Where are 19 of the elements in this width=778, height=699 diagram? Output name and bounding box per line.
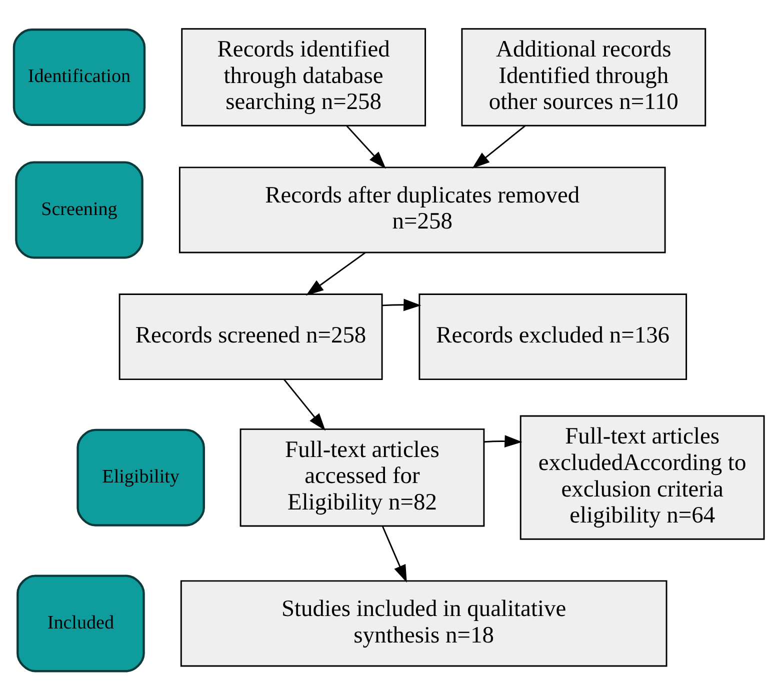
node-box: Records excluded n=136: [418, 293, 688, 380]
node-box: Records identified through database searching n=258: [181, 28, 426, 126]
arrow: [472, 124, 526, 168]
node-box: Included: [16, 574, 145, 672]
arrow: [306, 252, 366, 296]
arrow: [382, 525, 407, 582]
node-box: Records after duplicates removed n=258: [178, 166, 666, 253]
node-box: Screening: [15, 160, 144, 258]
node-box: Studies included in qualitative synthesis n=18: [180, 580, 668, 666]
node-box: Records screened n=258: [118, 293, 383, 380]
arrow: [284, 378, 326, 430]
node-box: Full-text articles accessed for Eligibility n=82: [240, 428, 485, 526]
node-box: Full-text articles excludedAccording to exclusion criteria eligibility n=64: [520, 414, 765, 540]
node-box: Additional records Identified through other sources n=110: [461, 28, 706, 126]
arrow: [346, 124, 386, 168]
node-box: Eligibility: [76, 428, 205, 526]
arrow: [382, 298, 422, 311]
arrow: [484, 434, 522, 447]
node-box: Identification: [12, 28, 146, 126]
